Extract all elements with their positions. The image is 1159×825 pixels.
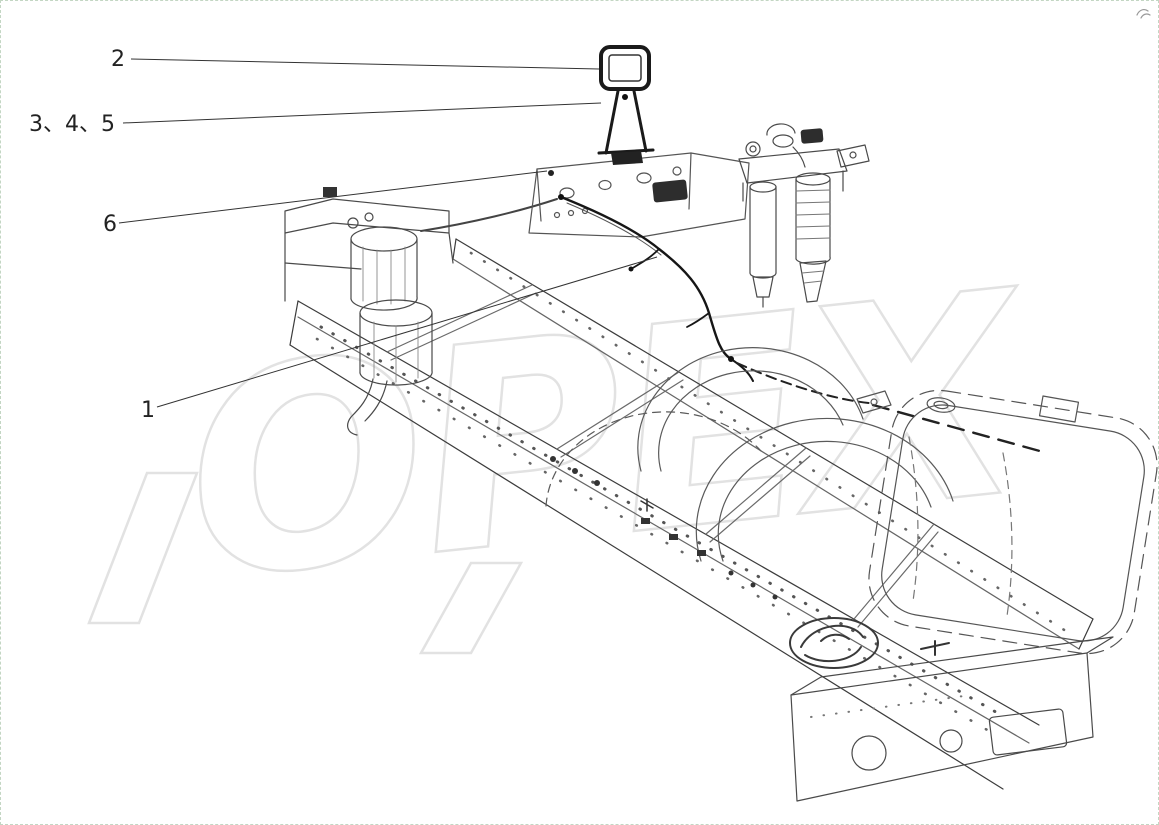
relay-module [652, 179, 688, 203]
fuel-filter-assembly [738, 123, 870, 308]
watermark-fragment [418, 561, 524, 655]
wiring-harness [558, 194, 1049, 455]
canister-assembly [347, 198, 558, 436]
connector-block [323, 187, 337, 197]
watermark-fragment [87, 471, 199, 625]
cross-members [386, 284, 939, 628]
filler-cap [926, 397, 956, 413]
callout-label-item-6: 6 [103, 212, 117, 237]
corner-mark [1136, 9, 1151, 19]
callout-label-item-2: 2 [111, 47, 125, 72]
harness-clip [548, 170, 554, 176]
leader-line-item-2 [130, 58, 600, 70]
leader-line-items-3-4-5 [122, 102, 602, 124]
callout-label-items-3-4-5: 3、4、5 [29, 112, 115, 137]
leader-line-item-1 [156, 256, 658, 408]
frame-rails [289, 238, 1094, 790]
wheel-arches [545, 347, 954, 562]
front-end-box [790, 636, 1114, 802]
callout-leader-lines [118, 58, 658, 408]
monitor-stand [604, 89, 620, 155]
callout-label-item-1: 1 [141, 398, 155, 423]
frame-fittings [550, 456, 950, 656]
monitor-part [599, 45, 651, 91]
brand-logo [789, 617, 879, 669]
watermark-text: OPEX [172, 231, 1045, 643]
monitor-assembly [597, 45, 655, 165]
fuel-tank [856, 389, 1158, 655]
chassis-drawing [284, 9, 1158, 802]
callout-labels: 2 3、4、5 6 1 [29, 47, 155, 423]
leader-line-item-6 [118, 170, 548, 224]
front-left-structure [284, 187, 454, 302]
filter-cap [800, 128, 824, 144]
monitor-screen [608, 54, 642, 82]
